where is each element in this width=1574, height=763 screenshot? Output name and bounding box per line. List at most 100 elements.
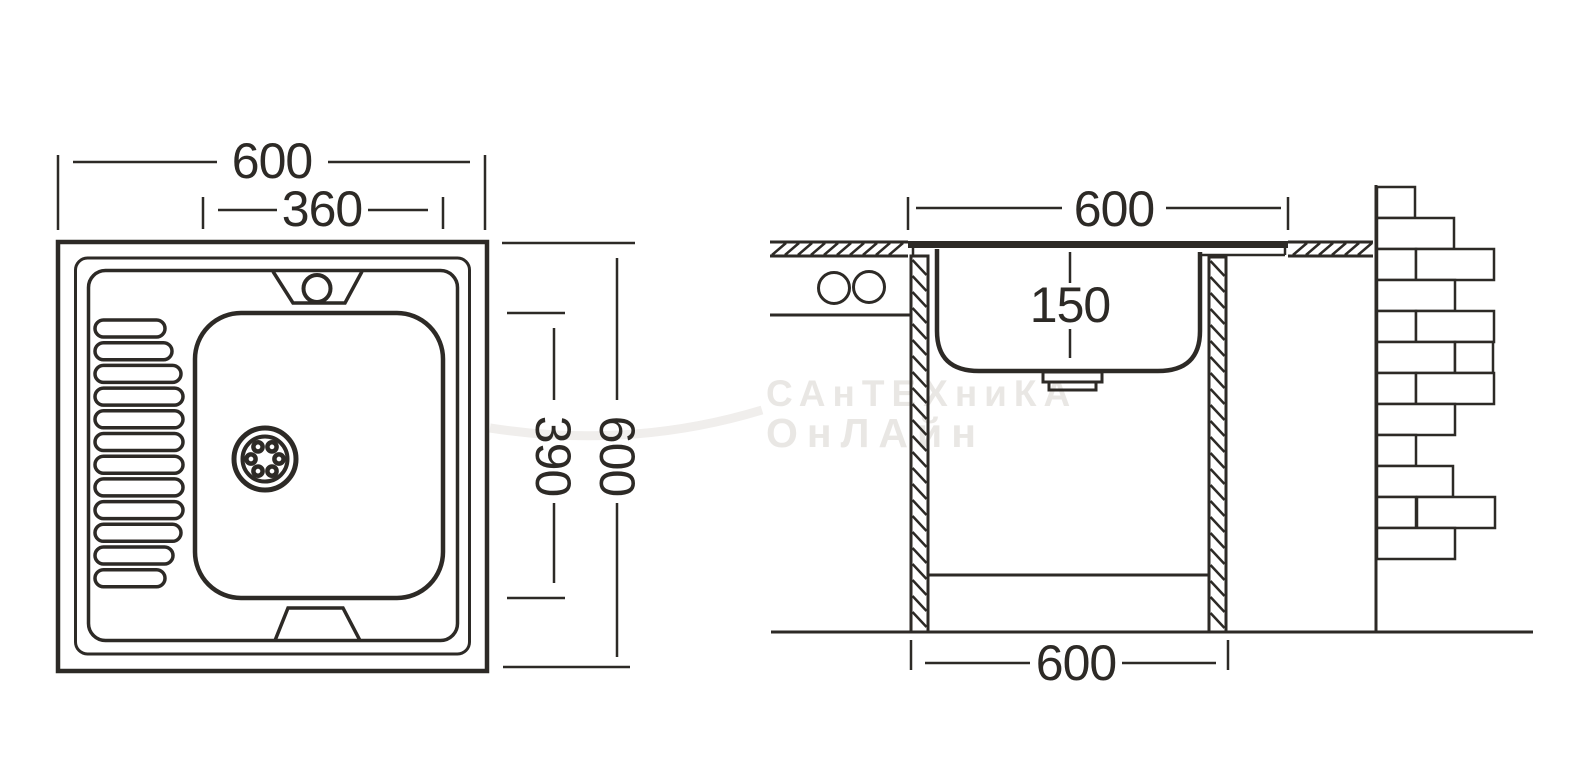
dim-top-view-width: 600 — [56, 133, 487, 230]
dim-cabinet-width: 600 — [909, 635, 1230, 691]
hatch-line — [1209, 356, 1226, 373]
hatch-line — [911, 563, 928, 580]
hatch-line — [911, 339, 928, 356]
drain-hole — [265, 464, 279, 478]
post-hatching — [911, 259, 928, 628]
dim-label-cabinet-width: 600 — [1036, 635, 1116, 691]
hatch-line — [911, 355, 928, 372]
brick — [1375, 433, 1418, 468]
hatch-line — [911, 531, 928, 548]
brick — [1375, 495, 1418, 530]
hatch-line — [1209, 484, 1226, 501]
drain-hole — [272, 452, 286, 466]
hatch-line — [911, 483, 928, 500]
hatch-line — [1344, 242, 1360, 256]
countertop-left — [770, 240, 908, 258]
hatch-line — [771, 242, 787, 256]
hatch-line — [1209, 564, 1226, 581]
dim-label-bowl-depth: 390 — [525, 416, 581, 496]
groove — [93, 409, 185, 430]
hatch-line — [911, 435, 928, 452]
brick-wall — [1374, 185, 1497, 632]
bowl-outline — [192, 310, 446, 601]
hatch-line — [836, 242, 852, 256]
hatch-line — [1209, 596, 1226, 613]
counter-hatching — [771, 242, 904, 256]
hatch-line — [1331, 242, 1347, 256]
hatch-line — [1209, 612, 1226, 629]
hatch-line — [911, 451, 928, 468]
brick — [1415, 495, 1497, 530]
sink-outer-edge — [55, 239, 490, 674]
hatch-line — [1292, 242, 1308, 256]
brick — [1375, 185, 1417, 220]
hatch-line — [911, 499, 928, 516]
hatch-line — [911, 547, 928, 564]
hatch-line — [1357, 242, 1373, 256]
drain-fitting — [1041, 370, 1104, 392]
hatch-line — [875, 242, 891, 256]
dim-label-overall-depth: 600 — [589, 416, 645, 496]
dim-label-rim-width: 600 — [1074, 181, 1154, 237]
groove — [93, 454, 185, 475]
hatch-line — [911, 371, 928, 388]
dim-top-view-depth: 600 — [502, 241, 645, 669]
top-view: 600 360 600 390 — [55, 133, 645, 674]
hatch-line — [784, 242, 800, 256]
groove — [93, 477, 185, 498]
hatch-line — [823, 242, 839, 256]
front-emboss — [273, 606, 362, 642]
sink-basin-area-line — [86, 268, 460, 643]
tap-hole — [301, 273, 333, 304]
watermark-line1: САнТЕХниКА — [766, 373, 1077, 414]
hatch-line — [911, 323, 928, 340]
hatch-line — [1209, 388, 1226, 405]
dim-label-overall-width: 600 — [232, 133, 312, 189]
hatch-line — [911, 595, 928, 612]
sink-rim-line — [74, 256, 471, 656]
hatch-line — [1209, 260, 1226, 277]
brick — [1375, 216, 1456, 251]
hatch-line — [1209, 372, 1226, 389]
watermark-line2: ОнЛАйн — [766, 410, 985, 456]
dim-bowl-depth: 390 — [507, 311, 581, 600]
hatch-line — [1209, 308, 1226, 325]
sink-rim-section — [908, 241, 1288, 248]
drain-icon — [231, 425, 299, 493]
groove — [93, 431, 185, 453]
hatch-line — [911, 275, 928, 292]
drain-hole — [265, 440, 279, 454]
brick — [1375, 247, 1418, 282]
countertop-right — [1288, 240, 1373, 258]
faucet-hole-left — [817, 271, 851, 305]
hatch-line — [1209, 580, 1226, 597]
counter-hatching — [1292, 242, 1373, 256]
hatch-line — [911, 387, 928, 404]
brick — [1414, 371, 1496, 406]
drainboard-grooves — [93, 318, 185, 589]
post-hatching — [1209, 260, 1226, 629]
hatch-line — [1209, 548, 1226, 565]
hatch-line — [1209, 468, 1226, 485]
faucet-hole-right — [852, 270, 886, 304]
hatch-line — [849, 242, 865, 256]
hatch-line — [1209, 276, 1226, 293]
hatch-line — [911, 291, 928, 308]
hatch-line — [1305, 242, 1321, 256]
watermark-swoosh — [489, 405, 764, 441]
brick — [1375, 402, 1457, 437]
hatch-line — [911, 403, 928, 420]
brick — [1375, 340, 1457, 375]
hatch-line — [911, 259, 928, 276]
hatch-line — [911, 579, 928, 596]
hatch-line — [1209, 292, 1226, 309]
drain-hole — [244, 452, 258, 466]
groove — [93, 386, 185, 407]
dim-bowl-width: 360 — [201, 181, 445, 237]
hatch-line — [1209, 420, 1226, 437]
brick — [1375, 278, 1457, 313]
groove — [93, 499, 185, 521]
hatch-line — [1209, 452, 1226, 469]
